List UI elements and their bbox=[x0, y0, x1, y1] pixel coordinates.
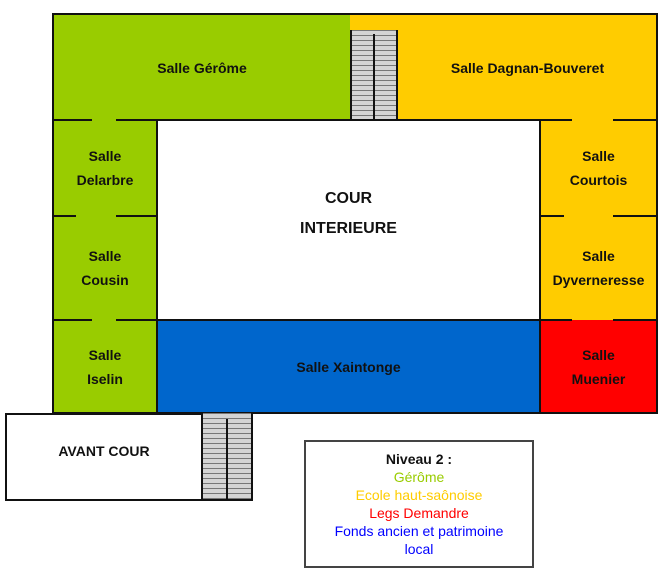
room-top-yellow-strip bbox=[350, 14, 398, 34]
wall bbox=[116, 215, 157, 217]
room-label: Salle bbox=[88, 346, 122, 363]
room-label: Muenier bbox=[571, 370, 626, 387]
room-label: Salle Gérôme bbox=[157, 59, 247, 76]
room-salle-xaintonge: Salle Xaintonge bbox=[157, 320, 540, 413]
wall bbox=[656, 13, 658, 414]
wall bbox=[53, 119, 92, 121]
wall bbox=[52, 412, 658, 414]
room-label: Delarbre bbox=[76, 172, 134, 188]
room-salle-dagnan-bouveret: Salle Dagnan-Bouveret bbox=[398, 14, 657, 121]
staircase-bottom bbox=[201, 413, 253, 501]
legend-item-fonds-cont: local bbox=[404, 541, 434, 557]
staircase-top bbox=[350, 30, 398, 121]
wall bbox=[52, 13, 54, 414]
wall bbox=[613, 119, 657, 121]
legend-item-gerome: Gérôme bbox=[393, 469, 445, 485]
cour-label: COUR bbox=[324, 190, 373, 207]
wall bbox=[613, 215, 657, 217]
wall bbox=[52, 13, 658, 15]
wall bbox=[157, 119, 540, 121]
wall bbox=[53, 215, 76, 217]
cour-label: INTERIEURE bbox=[300, 220, 397, 237]
room-label: Salle bbox=[88, 248, 122, 264]
room-label: Salle Xaintonge bbox=[296, 358, 401, 375]
wall bbox=[53, 319, 92, 321]
wall bbox=[156, 120, 158, 413]
wall bbox=[116, 319, 157, 321]
wall bbox=[540, 319, 572, 321]
room-label: Iselin bbox=[87, 370, 123, 387]
room-label: Cousin bbox=[81, 272, 129, 288]
legend-item-ecole: Ecole haut-saônoise bbox=[355, 487, 483, 503]
wall bbox=[540, 215, 564, 217]
room-label: Salle bbox=[88, 148, 122, 164]
room-label: Salle bbox=[582, 248, 615, 264]
avant-cour: AVANT COUR bbox=[5, 413, 203, 501]
legend-box: Niveau 2 : Gérôme Ecole haut-saônoise Le… bbox=[304, 440, 534, 568]
avant-cour-label: AVANT COUR bbox=[58, 443, 150, 459]
legend-item-fonds: Fonds ancien et patrimoine bbox=[334, 523, 504, 539]
room-label: Salle Dagnan-Bouveret bbox=[450, 59, 605, 76]
wall bbox=[116, 119, 157, 121]
wall bbox=[157, 319, 540, 321]
wall bbox=[539, 120, 541, 413]
legend-title: Niveau 2 : bbox=[385, 451, 453, 467]
wall bbox=[613, 319, 657, 321]
room-label: Courtois bbox=[569, 172, 628, 188]
legend-item-legs: Legs Demandre bbox=[369, 505, 469, 521]
room-label: Salle bbox=[582, 346, 615, 363]
room-label: Salle bbox=[582, 148, 615, 164]
cour-interieure: COUR INTERIEURE bbox=[157, 120, 540, 320]
wall bbox=[540, 119, 572, 121]
room-salle-gerome: Salle Gérôme bbox=[53, 14, 351, 121]
room-label: Dyverneresse bbox=[552, 272, 645, 288]
